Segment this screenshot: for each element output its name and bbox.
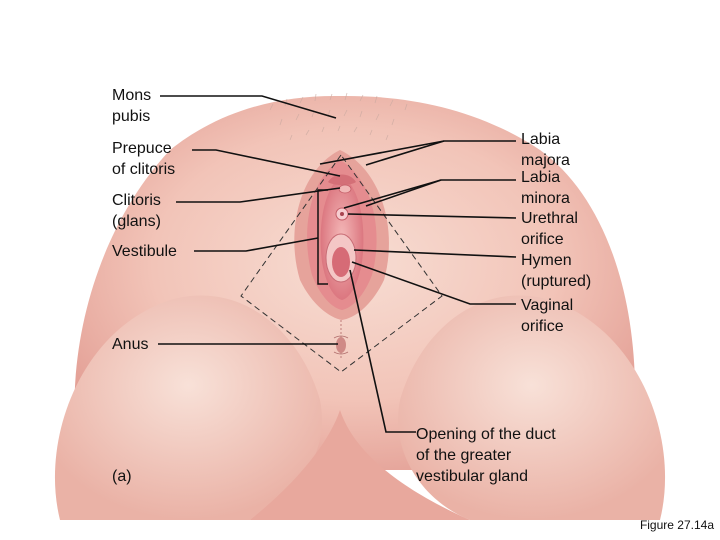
mons-pubis-hair — [269, 92, 408, 141]
label-labia-majora: Labia majora — [521, 129, 570, 171]
label-hymen-line2: (ruptured) — [521, 273, 592, 290]
vaginal-orifice-shape — [325, 233, 357, 283]
label-vaginal-line2: orifice — [521, 318, 564, 335]
label-greater-vestibular-duct: Opening of the duct of the greater vesti… — [416, 424, 556, 487]
anus-shape — [333, 320, 349, 360]
label-clitoris-line2: (glans) — [112, 213, 161, 230]
label-anus: Anus — [112, 336, 149, 353]
perineum-dashed-outline — [240, 154, 443, 373]
label-labia-majora-line2: majora — [521, 152, 570, 169]
label-hymen-line1: Hymen — [521, 252, 572, 269]
urethral-orifice-shape — [335, 207, 349, 221]
leader-greater-vestibular — [349, 269, 416, 433]
leader-labia-majora-2 — [365, 140, 445, 166]
label-clitoris-glans: Clitoris (glans) — [112, 190, 161, 232]
label-mons-pubis-line2: pubis — [112, 108, 151, 125]
clitoris-shape — [328, 174, 356, 194]
label-mons-pubis-line1: Mons — [112, 87, 152, 104]
label-labia-minora-line2: minora — [521, 190, 570, 207]
leader-lines — [158, 95, 517, 433]
figure-caption: Figure 27.14a — [639, 518, 714, 532]
label-urethral-line1: Urethral — [521, 210, 578, 227]
label-vaginal-orifice: Vaginal orifice — [521, 295, 573, 337]
leader-urethral-orifice — [347, 213, 517, 219]
label-duct-line2: of the greater — [416, 447, 512, 464]
leader-clitoris — [176, 187, 341, 203]
label-mons-pubis: Mons pubis — [112, 85, 151, 127]
label-duct-line1: Opening of the duct — [416, 426, 556, 443]
label-duct-line3: vestibular gland — [416, 468, 529, 485]
label-prepuce-line2: of clitoris — [112, 161, 176, 178]
label-labia-minora-line1: Labia — [521, 169, 561, 186]
leader-vestibule — [194, 237, 319, 252]
label-vestibule: Vestibule — [112, 243, 177, 260]
leader-prepuce — [192, 149, 341, 177]
leader-mons-pubis — [160, 95, 337, 119]
label-clitoris-line1: Clitoris — [112, 192, 161, 209]
label-prepuce-of-clitoris: Prepuce of clitoris — [112, 138, 175, 180]
label-labia-minora: Labia minora — [521, 167, 570, 209]
label-labia-majora-line1: Labia — [521, 131, 561, 148]
leader-labia-minora-2 — [365, 179, 442, 207]
label-urethral-orifice: Urethral orifice — [521, 208, 578, 250]
label-vaginal-line1: Vaginal — [521, 297, 574, 314]
label-hymen-ruptured: Hymen (ruptured) — [521, 250, 591, 292]
label-urethral-line2: orifice — [521, 231, 564, 248]
panel-letter: (a) — [112, 468, 132, 485]
leader-vaginal-orifice — [351, 261, 516, 305]
label-prepuce-line1: Prepuce — [112, 140, 172, 157]
leader-hymen — [353, 249, 517, 258]
